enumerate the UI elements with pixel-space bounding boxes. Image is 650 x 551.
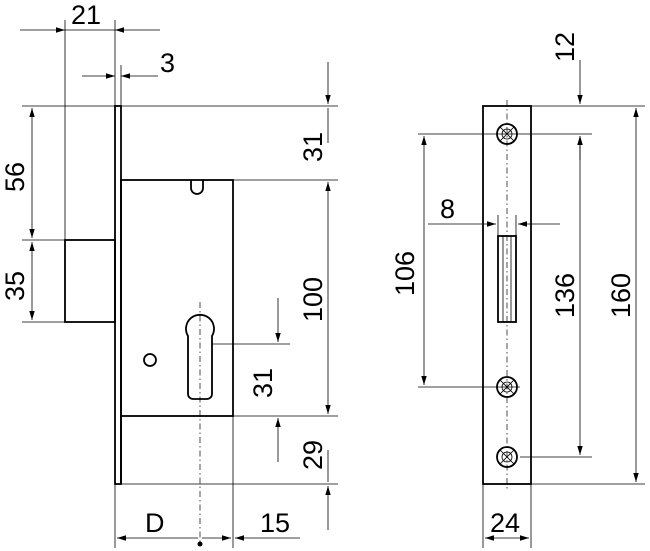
cylinder-profile bbox=[185, 313, 215, 400]
dim-100: 100 bbox=[298, 277, 328, 322]
dim-136: 136 bbox=[550, 273, 580, 318]
dim-31-top: 31 bbox=[298, 132, 328, 162]
case-notch bbox=[190, 180, 204, 195]
dim-8: 8 bbox=[440, 194, 455, 224]
dim-106: 106 bbox=[390, 251, 420, 296]
lock-case bbox=[120, 179, 234, 417]
dimension-labels: 21 3 56 35 31 100 31 29 D 15 12 8 106 13… bbox=[0, 0, 636, 538]
dim-15: 15 bbox=[260, 508, 290, 538]
dim-35: 35 bbox=[0, 271, 30, 301]
dim-3: 3 bbox=[160, 48, 175, 78]
side-view bbox=[64, 105, 234, 547]
dimension-lines-side bbox=[20, 27, 331, 541]
dim-160: 160 bbox=[606, 273, 636, 318]
extension-lines-front bbox=[418, 105, 645, 548]
dim-31-cylinder: 31 bbox=[248, 368, 278, 398]
dim-24: 24 bbox=[490, 508, 520, 538]
dim-21: 21 bbox=[71, 0, 101, 30]
dim-56: 56 bbox=[0, 162, 30, 192]
dim-12: 12 bbox=[550, 32, 580, 62]
extension-lines-side bbox=[22, 20, 338, 548]
dim-29: 29 bbox=[298, 440, 328, 470]
dimension-lines-front bbox=[421, 60, 639, 541]
bolt bbox=[64, 239, 116, 323]
front-view bbox=[482, 100, 532, 490]
dim-D: D bbox=[145, 508, 165, 538]
spindle-hole bbox=[143, 353, 157, 367]
